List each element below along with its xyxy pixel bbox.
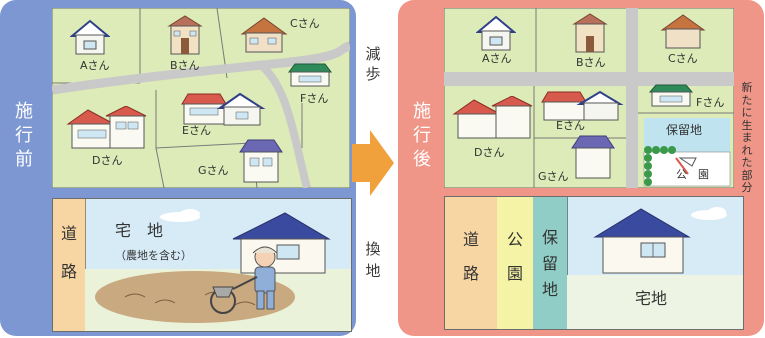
before-lot-note: （農地を含む）	[115, 249, 192, 262]
strip-char: 路	[60, 262, 77, 281]
house-icon	[572, 13, 608, 53]
resident-label-c: Cさん	[668, 52, 698, 65]
house-icon	[240, 17, 288, 53]
house-icon	[648, 84, 694, 107]
after-reserve-strip-text: 保 留 地	[535, 225, 565, 303]
resident-label-b: Bさん	[170, 59, 200, 72]
replotting-char: 換	[365, 240, 381, 258]
resident-label-e: Eさん	[556, 119, 585, 132]
after-reserve-strip	[533, 197, 568, 329]
after-label-char: 施	[413, 101, 431, 122]
house-icon	[660, 14, 706, 49]
reduction-label: 減 歩	[362, 44, 384, 84]
before-lot-title: 宅 地	[115, 221, 164, 240]
strip-char: 保	[541, 228, 558, 247]
right-arrow-icon	[352, 130, 394, 196]
resident-label-b: Bさん	[576, 56, 606, 69]
after-lot-title: 宅地	[635, 289, 668, 308]
resident-label-g: Gさん	[198, 164, 229, 177]
resident-label-f: Fさん	[696, 96, 725, 109]
note-char: 新	[741, 81, 753, 94]
resident-label-d: Dさん	[92, 154, 123, 167]
house-icon	[70, 19, 110, 55]
park-label: 公 園	[676, 168, 709, 181]
house-icon	[239, 139, 283, 183]
note-char: た	[741, 156, 753, 169]
resident-label-a: Aさん	[80, 59, 110, 72]
resident-label-e: Eさん	[182, 124, 211, 137]
house-icon	[66, 106, 147, 149]
note-char: に	[741, 106, 753, 119]
resident-label-g: Gさん	[538, 170, 569, 183]
before-lot-scene	[85, 209, 351, 331]
note-char: た	[741, 93, 753, 107]
before-label-char: 行	[15, 125, 33, 146]
after-road-strip-text: 道 路	[456, 227, 486, 287]
note-char: ま	[741, 131, 753, 144]
strip-char: 地	[541, 280, 558, 299]
after-lot: 道 路 公 園 保 留 地 宅地	[444, 196, 744, 330]
house-icon	[288, 63, 332, 87]
replotting-label: 換 地	[362, 238, 384, 282]
house-icon	[181, 92, 266, 126]
after-lot-scene	[567, 207, 743, 329]
before-side-label: 施 行 前	[12, 100, 36, 172]
before-lot: 道 路 宅 地 （農地を含む）	[52, 198, 352, 332]
after-label-char: 後	[413, 149, 431, 170]
strip-char: 留	[541, 254, 558, 273]
strip-char: 道	[462, 230, 479, 249]
resident-label-a: Aさん	[482, 52, 512, 65]
replotting-char: 地	[365, 262, 381, 280]
strip-char: 公	[506, 230, 523, 249]
new-part-note: 新 た に 生 ま れ た 部 分	[739, 81, 755, 195]
resident-label-c: Cさん	[290, 17, 320, 30]
note-char: 生	[741, 118, 753, 132]
after-label-char: 行	[413, 125, 431, 146]
house-icon	[571, 135, 615, 179]
strip-char: 路	[462, 264, 479, 283]
after-park-strip	[497, 197, 534, 329]
reserve-land-label: 保留地	[666, 123, 703, 137]
strip-char: 園	[506, 264, 523, 283]
house-icon	[476, 15, 516, 51]
after-side-label: 施 行 後	[410, 100, 434, 172]
note-char: 分	[741, 181, 753, 194]
before-label-char: 施	[15, 101, 33, 122]
before-road-strip-text: 道 路	[54, 221, 84, 285]
before-label-char: 前	[15, 149, 33, 170]
note-char: 部	[741, 168, 753, 182]
reduction-char: 歩	[365, 65, 381, 83]
strip-char: 道	[60, 224, 77, 243]
reduction-char: 減	[365, 45, 381, 63]
house-icon	[541, 90, 624, 121]
house-icon	[167, 15, 203, 55]
after-park-strip-text: 公 園	[500, 227, 530, 287]
house-icon	[452, 96, 533, 139]
before-road-strip	[53, 199, 86, 331]
resident-label-f: Fさん	[300, 92, 329, 105]
resident-label-d: Dさん	[474, 146, 505, 159]
note-char: れ	[741, 143, 753, 157]
